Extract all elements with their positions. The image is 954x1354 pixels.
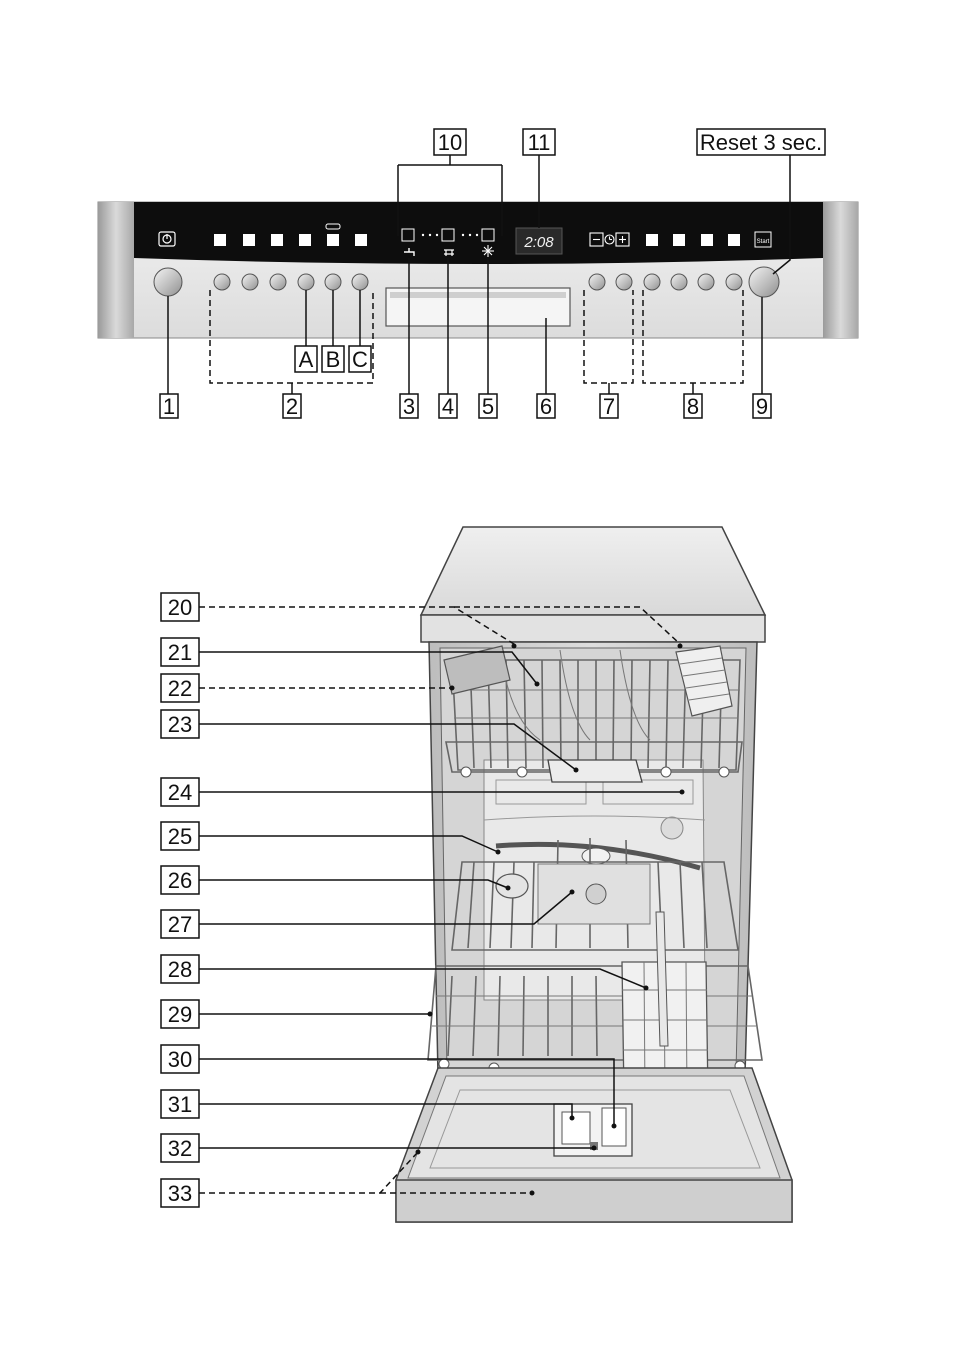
callout-4: 4	[442, 394, 454, 419]
option-buttons[interactable]	[643, 273, 743, 291]
timer-buttons[interactable]	[588, 273, 633, 291]
callout-30: 30	[168, 1047, 192, 1072]
option-leds	[646, 234, 740, 246]
control-panel: 2:08 Start	[97, 201, 859, 339]
worktop	[419, 526, 767, 616]
dishwasher-interior	[395, 526, 793, 1223]
lower-basket	[427, 838, 763, 1102]
callout-21: 21	[168, 640, 192, 665]
cutlery-drawer	[547, 759, 643, 783]
callout-1: 1	[163, 394, 175, 419]
childlock-icon	[325, 223, 341, 230]
reset-callout-box	[696, 128, 826, 156]
water-tap-icon	[404, 248, 415, 256]
panel-callouts: 10 11 Reset 3 sec. 1 2 A B C 3	[159, 128, 826, 419]
callout-31: 31	[168, 1092, 192, 1117]
upper-basket	[443, 645, 743, 783]
time-display-text: 2:08	[523, 234, 554, 251]
callout-23: 23	[168, 712, 192, 737]
callout-8: 8	[687, 394, 699, 419]
status-indicators	[401, 228, 495, 257]
start-label: Start	[757, 239, 770, 245]
callout-3: 3	[403, 394, 415, 419]
callout-24: 24	[168, 780, 192, 805]
callout-27: 27	[168, 912, 192, 937]
power-icon	[158, 231, 176, 247]
program-buttons[interactable]	[213, 273, 369, 291]
program-leds	[214, 234, 367, 246]
timer-symbols	[589, 232, 630, 247]
callout-33: 33	[168, 1181, 192, 1206]
callout-25: 25	[168, 824, 192, 849]
callout-11: 11	[528, 130, 551, 155]
callout-22: 22	[168, 676, 192, 701]
callout-32: 32	[168, 1136, 192, 1161]
callout-29: 29	[168, 1002, 192, 1027]
callout-10: 10	[438, 130, 462, 155]
salt-icon	[444, 249, 454, 256]
start-indicator	[754, 231, 772, 248]
callout-c: C	[352, 347, 368, 372]
callout-28: 28	[168, 957, 192, 982]
main-switch-knob[interactable]	[153, 267, 183, 297]
callout-5: 5	[482, 394, 494, 419]
filter-system	[537, 863, 651, 925]
callout-9: 9	[756, 394, 768, 419]
interior-callouts: 20 21 22 23 24 25 26 27 28	[160, 592, 685, 1208]
callout-20: 20	[168, 595, 192, 620]
callout-26: 26	[168, 868, 192, 893]
salt-container-cap	[495, 873, 529, 899]
callout-b: B	[326, 347, 341, 372]
rinse-aid-icon	[482, 245, 494, 257]
knife-shelf	[443, 645, 511, 695]
panel-black-band	[134, 202, 823, 264]
door	[395, 1067, 793, 1223]
start-button[interactable]	[748, 266, 780, 298]
callout-2: 2	[286, 394, 298, 419]
callout-7: 7	[603, 394, 615, 419]
reset-label: Reset 3 sec.	[700, 130, 822, 155]
callout-a: A	[299, 347, 314, 372]
callout-6: 6	[540, 394, 552, 419]
cup-shelf	[675, 645, 733, 717]
